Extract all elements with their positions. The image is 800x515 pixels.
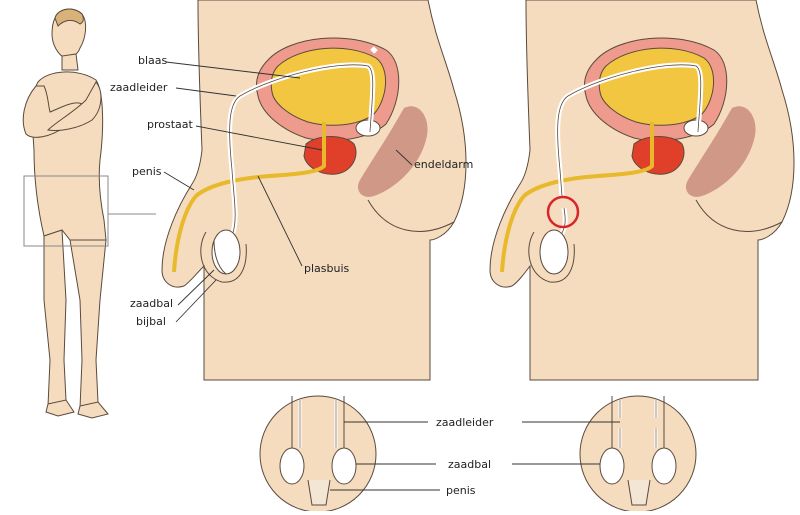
label-zaadleider: zaadleider xyxy=(110,81,168,94)
inset-label-penis: penis xyxy=(446,484,476,497)
label-blaas: blaas xyxy=(138,54,168,67)
cross-section-labeled xyxy=(162,0,466,380)
cross-section-vasectomy xyxy=(490,0,794,380)
label-bijbal: bijbal xyxy=(136,315,166,328)
inset-right xyxy=(580,396,696,511)
label-zaadbal: zaadbal xyxy=(130,297,173,310)
inset-label-zaadleider: zaadleider xyxy=(436,416,494,429)
inset-left xyxy=(260,396,376,511)
inset-label-zaadbal: zaadbal xyxy=(448,458,491,471)
label-endeldarm: endeldarm xyxy=(414,158,473,171)
label-prostaat: prostaat xyxy=(147,118,194,131)
label-penis: penis xyxy=(132,165,162,178)
standing-figure xyxy=(23,9,108,418)
label-plasbuis: plasbuis xyxy=(304,262,350,275)
